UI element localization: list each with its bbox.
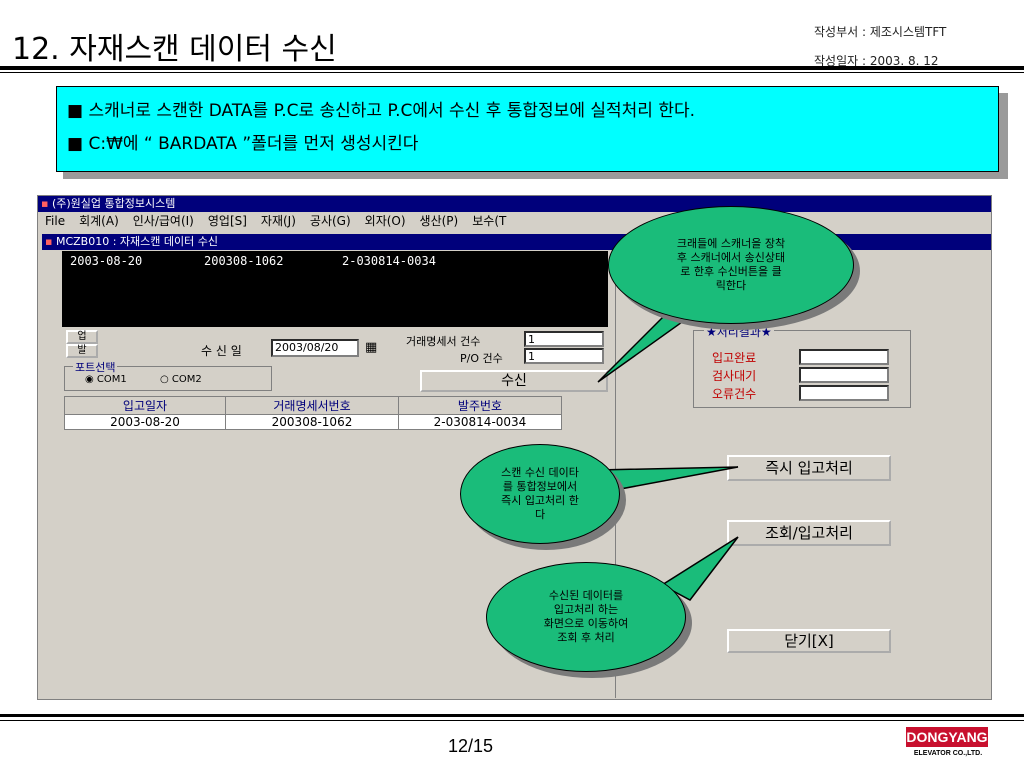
menu-production[interactable]: 생산(P) <box>419 214 459 228</box>
menu-maintenance[interactable]: 보수(T <box>472 214 507 228</box>
query-receipt-button[interactable]: 조회/입고처리 <box>727 520 891 546</box>
immediate-receipt-button[interactable]: 즉시 입고처리 <box>727 455 891 481</box>
receive-button[interactable]: 수신 <box>420 370 608 392</box>
callout-2-line: 즉시 입고처리 한 <box>501 494 579 507</box>
result-error-field[interactable] <box>799 385 889 401</box>
company-logo: DONGYANG <box>906 727 988 747</box>
menu-import[interactable]: 외자(O) <box>364 214 406 228</box>
header-rule-thin <box>0 72 1024 73</box>
callout-1-line: 릭한다 <box>715 279 747 292</box>
app-icon: ▪ <box>41 197 49 210</box>
po-count-field[interactable]: 1 <box>524 348 604 364</box>
app-title: (주)원실업 통합정보시스템 <box>51 197 176 210</box>
menu-material[interactable]: 자재(J) <box>260 214 296 228</box>
com1-label: COM1 <box>96 374 127 385</box>
com2-label: COM2 <box>171 374 202 385</box>
callout-3-line: 수신된 데이터를 <box>548 589 624 602</box>
menu-file[interactable]: File <box>45 214 66 228</box>
page-number: 12/15 <box>448 736 494 756</box>
log-date: 2003-08-20 <box>70 254 143 268</box>
footer-rule <box>0 714 1024 717</box>
cell-po-number: 2-030814-0034 <box>398 414 562 430</box>
child-window-title: MCZB010 : 자재스캔 데이터 수신 <box>55 235 218 248</box>
port-select-group: 포트선택 ◉ COM1 ○ COM2 <box>64 359 272 391</box>
result-complete-label: 입고완료 <box>712 351 757 365</box>
result-error-label: 오류건수 <box>712 387 757 401</box>
result-inspect-label: 검사대기 <box>712 369 757 383</box>
cell-receipt-date: 2003-08-20 <box>64 414 226 430</box>
log-doc-number: 200308-1062 <box>204 254 284 268</box>
info-line-1: ■ 스캐너로 스캔한 DATA를 P.C로 송신하고 P.C에서 수신 후 통합… <box>67 101 696 121</box>
doc-count-label: 거래명세서 건수 <box>406 335 481 348</box>
callout-1-line: 크래들에 스캐너을 장착 <box>676 237 786 250</box>
callout-query-receipt: 수신된 데이터를 입고처리 하는 화면으로 이동하여 조회 후 처리 <box>486 562 686 672</box>
callout-3-line: 조회 후 처리 <box>557 631 615 644</box>
com2-radio[interactable]: ○ COM2 <box>160 374 202 385</box>
close-button[interactable]: 닫기[X] <box>727 629 891 653</box>
grid-header-row: 입고일자 거래명세서번호 발주번호 <box>64 396 562 415</box>
author-date: 작성일자 : 2003. 8. 12 <box>814 54 939 68</box>
info-line-2: ■ C:₩에 “ BARDATA ”폴더를 먼저 생성시킨다 <box>67 134 419 154</box>
send-button[interactable]: 발 <box>66 344 98 358</box>
slide-title: 12. 자재스캔 데이터 수신 <box>12 32 337 67</box>
callout-scanner-cradle: 크래들에 스캐너을 장착 후 스캐너에서 송신상태 로 한후 수신버튼을 클 릭… <box>608 206 854 324</box>
callout-1-line: 로 한후 수신버튼을 클 <box>680 265 782 278</box>
menu-hr[interactable]: 인사/급여(I) <box>132 214 194 228</box>
callout-2-line: 를 통합정보에서 <box>502 480 578 493</box>
upload-button[interactable]: 업 <box>66 330 98 344</box>
receive-log-panel: 2003-08-20 200308-1062 2-030814-0034 <box>62 251 608 327</box>
result-inspect-field[interactable] <box>799 367 889 383</box>
cell-doc-number: 200308-1062 <box>225 414 399 430</box>
menu-construction[interactable]: 공사(G) <box>309 214 351 228</box>
menu-sales[interactable]: 영업[S] <box>207 214 247 228</box>
doc-count-field[interactable]: 1 <box>524 331 604 347</box>
company-logo-subtitle: ELEVATOR CO.,LTD. <box>913 750 983 757</box>
callout-2-line: 다 <box>534 508 546 521</box>
callout-3-line: 화면으로 이동하여 <box>543 617 629 630</box>
footer-rule-thin <box>0 720 1024 721</box>
po-count-label: P/O 건수 <box>460 352 503 365</box>
header-rule <box>0 66 1024 70</box>
calendar-icon[interactable]: ▦ <box>365 340 378 355</box>
port-select-label: 포트선택 <box>73 359 118 375</box>
result-complete-field[interactable] <box>799 349 889 365</box>
info-box: ■ 스캐너로 스캔한 DATA를 P.C로 송신하고 P.C에서 수신 후 통합… <box>56 86 999 172</box>
log-po-number: 2-030814-0034 <box>342 254 436 268</box>
callout-2-line: 스캔 수신 데이타 <box>501 466 579 479</box>
author-dept: 작성부서 : 제조시스템TFT <box>814 25 947 39</box>
menu-accounting[interactable]: 회계(A) <box>79 214 119 228</box>
com1-radio[interactable]: ◉ COM1 <box>85 374 127 385</box>
scan-data-grid: 입고일자 거래명세서번호 발주번호 2003-08-20 200308-1062… <box>64 396 562 430</box>
callout-1-line: 후 스캐너에서 송신상태 <box>676 251 786 264</box>
callout-3-line: 입고처리 하는 <box>553 603 619 616</box>
callout-immediate-receipt: 스캔 수신 데이타 를 통합정보에서 즉시 입고처리 한 다 <box>460 444 620 544</box>
recv-date-label: 수 신 일 <box>201 344 242 358</box>
recv-date-field[interactable]: 2003/08/20 <box>271 339 359 357</box>
child-window-icon: ▪ <box>45 235 53 248</box>
table-row[interactable]: 2003-08-20 200308-1062 2-030814-0034 <box>64 414 562 430</box>
app-window: ▪ (주)원실업 통합정보시스템 File 회계(A) 인사/급여(I) 영업[S] 자… <box>37 195 992 700</box>
